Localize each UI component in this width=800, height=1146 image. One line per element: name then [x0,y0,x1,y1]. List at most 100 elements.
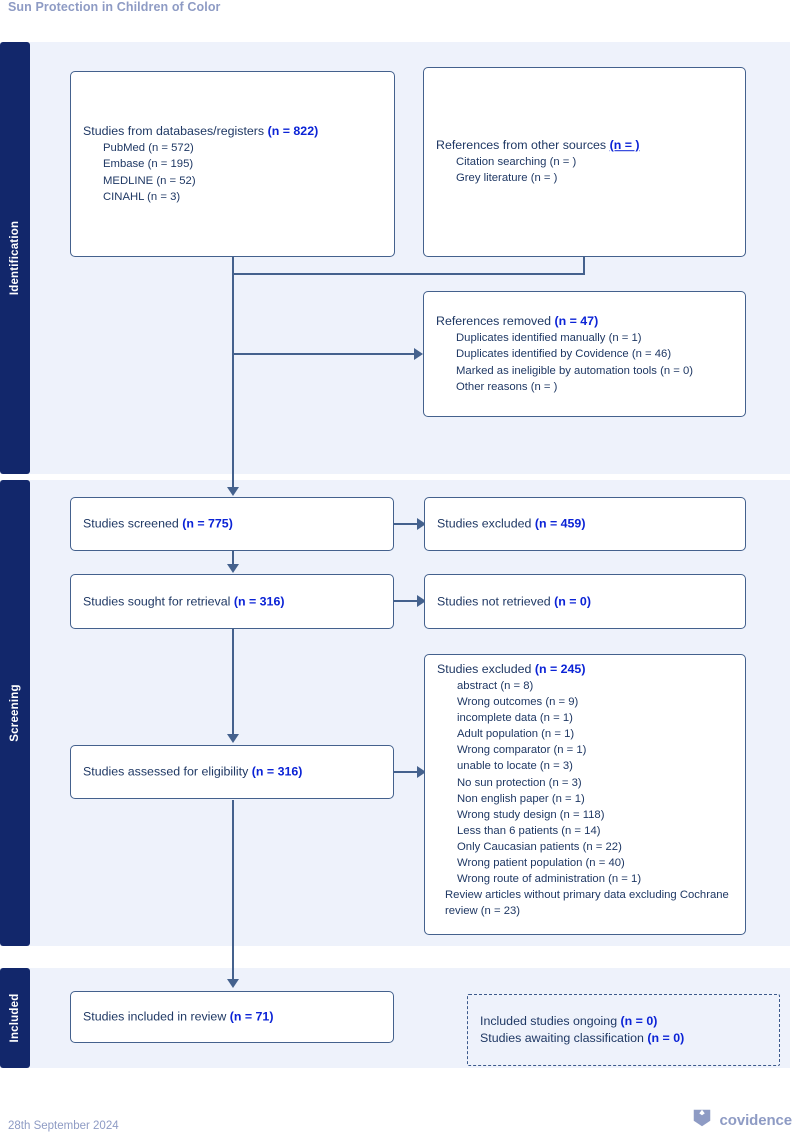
list-item: Less than 6 patients (n = 14) [457,824,601,837]
arrow-into-references-removed [414,348,423,360]
arrow-into-screened [227,487,239,496]
box-ongoing-awaiting[interactable]: Included studies ongoing (n = 0) Studies… [467,994,780,1066]
box-other-sources-header-label: References from other sources [436,138,607,153]
connector-databases-stub [232,256,234,274]
box-ongoing-label: Included studies ongoing [480,1014,618,1028]
list-item: incomplete data (n = 1) [457,712,573,725]
box-ongoing-count: (n = 0) [620,1014,658,1028]
connector-screened-to-sought [232,551,234,566]
arrow-into-included-review [227,979,239,988]
page-title: Sun Protection in Children of Color [8,0,221,14]
arrow-into-assessed-eligibility [227,734,239,743]
box-databases-list: PubMed (n = 572) Embase (n = 195) MEDLIN… [83,140,386,205]
box-studies-excluded-eligibility-header: Studies excluded (n = 245) [437,661,737,678]
box-sought-for-retrieval-count: (n = 316) [233,594,285,608]
connector-main-trunk [232,273,234,488]
box-other-sources-header-count: (n = ) [609,138,640,153]
box-not-retrieved-count: (n = 0) [554,594,591,608]
list-item: Grey literature (n = ) [456,172,558,185]
list-item: CINAHL (n = 3) [103,190,181,203]
list-item: Embase (n = 195) [103,158,194,171]
box-references-removed-header: References removed (n = 47) [436,313,737,330]
box-assessed-for-eligibility-header: Studies assessed for eligibility (n = 31… [83,764,385,781]
list-item: Wrong route of administration (n = 1) [457,873,642,886]
connector-assessed-to-included [232,800,234,980]
list-item: unable to locate (n = 3) [457,760,573,773]
list-item: Wrong study design (n = 118) [457,808,605,821]
box-references-removed-list: Duplicates identified manually (n = 1) D… [436,330,737,395]
box-included-in-review-count: (n = 71) [229,1009,274,1024]
box-other-sources-header: References from other sources (n = ) [436,137,737,154]
box-studies-excluded-eligibility[interactable]: Studies excluded (n = 245) abstract (n =… [424,654,746,935]
connector-sought-to-not-retrieved [394,600,425,602]
box-included-in-review[interactable]: Studies included in review (n = 71) [70,991,394,1043]
connector-other-sources-stub [583,256,585,274]
list-item: MEDLINE (n = 52) [103,174,196,187]
stage-tab-screening: Screening [0,480,30,946]
stage-tab-identification: Identification [0,42,30,474]
list-item: Marked as ineligible by automation tools… [456,364,694,377]
box-studies-excluded-screening-header: Studies excluded (n = 459) [437,516,737,533]
connector-screened-to-excluded [394,523,425,525]
connector-sought-to-assessed [232,629,234,735]
box-references-removed-header-label: References removed [436,313,552,328]
box-databases-registers[interactable]: Studies from databases/registers (n = 82… [70,71,395,257]
list-item: abstract (n = 8) [457,680,534,692]
box-not-retrieved[interactable]: Studies not retrieved (n = 0) [424,574,746,629]
box-studies-excluded-eligibility-count: (n = 245) [534,662,586,676]
box-awaiting-label: Studies awaiting classification [480,1031,644,1045]
list-item: Wrong outcomes (n = 9) [457,696,579,709]
box-references-removed-header-count: (n = 47) [554,313,599,328]
box-ongoing-line: Included studies ongoing (n = 0) [480,1013,771,1030]
box-sought-for-retrieval[interactable]: Studies sought for retrieval (n = 316) [70,574,394,629]
covidence-logo-icon [691,1107,713,1134]
box-studies-screened[interactable]: Studies screened (n = 775) [70,497,394,551]
box-awaiting-line: Studies awaiting classification (n = 0) [480,1030,771,1047]
box-databases-header-count: (n = 822) [267,123,319,138]
box-studies-screened-header: Studies screened (n = 775) [83,516,385,533]
connector-merge-bar [232,273,585,275]
list-item: PubMed (n = 572) [103,141,194,154]
stage-tab-included: Included [0,968,30,1068]
box-databases-header-label: Studies from databases/registers [83,123,265,138]
box-databases-header: Studies from databases/registers (n = 82… [83,123,386,140]
box-other-sources[interactable]: References from other sources (n = ) Cit… [423,67,746,257]
stage-label-screening: Screening [9,684,21,742]
list-item: Citation searching (n = ) [456,156,577,169]
arrow-into-not-retrieved [417,595,426,607]
list-item: Wrong patient population (n = 40) [457,857,625,870]
stage-label-included: Included [9,993,21,1043]
list-item: Non english paper (n = 1) [457,792,585,805]
box-studies-screened-label: Studies screened [83,516,179,531]
box-included-in-review-label: Studies included in review [83,1009,227,1024]
box-assessed-for-eligibility-label: Studies assessed for eligibility [83,764,249,779]
box-assessed-for-eligibility[interactable]: Studies assessed for eligibility (n = 31… [70,745,394,799]
box-studies-excluded-eligibility-list: abstract (n = 8) Wrong outcomes (n = 9) … [437,678,737,919]
list-item: Review articles without primary data exc… [445,889,729,918]
box-awaiting-count: (n = 0) [647,1031,685,1045]
box-not-retrieved-header: Studies not retrieved (n = 0) [437,593,737,610]
connector-assessed-to-excluded [394,771,425,773]
stage-label-identification: Identification [9,220,21,296]
box-assessed-for-eligibility-count: (n = 316) [251,764,303,779]
list-item: Duplicates identified by Covidence (n = … [456,348,672,361]
connector-to-references-removed [232,353,415,355]
box-studies-excluded-screening-label: Studies excluded [437,516,532,531]
arrow-into-sought-retrieval [227,564,239,573]
list-item: No sun protection (n = 3) [457,776,582,789]
list-item: Other reasons (n = ) [456,380,558,393]
box-studies-excluded-screening-count: (n = 459) [534,516,586,531]
box-studies-excluded-eligibility-label: Studies excluded [437,662,532,676]
box-studies-screened-count: (n = 775) [182,516,233,531]
list-item: Wrong comparator (n = 1) [457,744,587,757]
box-references-removed[interactable]: References removed (n = 47) Duplicates i… [423,291,746,417]
list-item: Only Caucasian patients (n = 22) [457,840,622,853]
list-item: Duplicates identified manually (n = 1) [456,331,642,344]
covidence-brand: covidence [691,1107,792,1134]
box-other-sources-list: Citation searching (n = ) Grey literatur… [436,154,737,187]
box-studies-excluded-screening[interactable]: Studies excluded (n = 459) [424,497,746,551]
list-item: Adult population (n = 1) [457,728,575,741]
box-sought-for-retrieval-label: Studies sought for retrieval [83,594,231,608]
box-included-in-review-header: Studies included in review (n = 71) [83,1009,385,1026]
